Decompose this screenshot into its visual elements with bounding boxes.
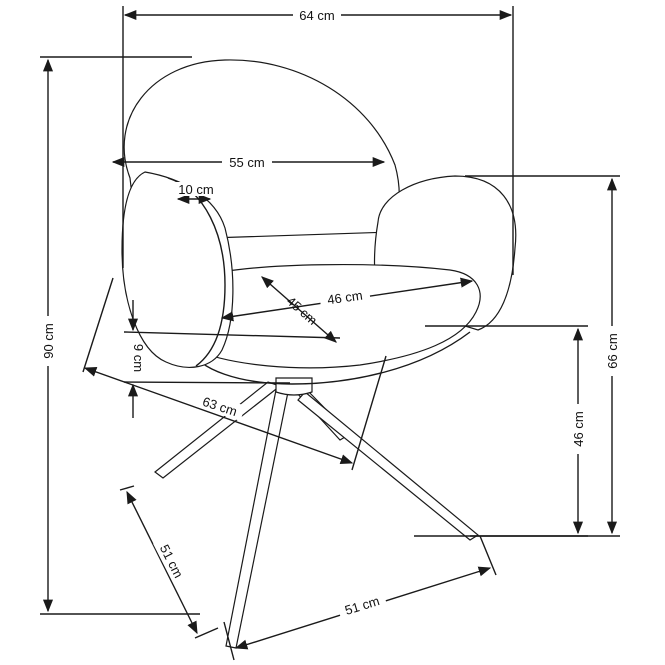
label-total-width: 64 cm (299, 8, 334, 23)
dim-base-width-ext-right (479, 535, 497, 576)
dim-base-depth-ext-bottom (194, 627, 219, 639)
dim-arm-height-ext-bottom (123, 381, 291, 384)
swivel-base (275, 377, 313, 396)
label-total-height: 90 cm (41, 323, 56, 358)
label-armrest-height: 66 cm (605, 333, 620, 368)
dim-base-width-ext-left (223, 621, 235, 661)
label-arm-height: 9 cm (131, 344, 146, 372)
dim-base-depth-arrow (126, 490, 198, 635)
dim-depth-ext-right (351, 355, 387, 471)
dim-depth-ext-left (82, 277, 114, 373)
label-armrest-width: 10 cm (178, 182, 213, 197)
dim-depth-arrow (83, 367, 354, 464)
label-back-width: 55 cm (229, 155, 264, 170)
left-armrest (121, 171, 234, 368)
label-seat-width: 46 cm (326, 288, 363, 308)
leg-front-right (297, 391, 480, 541)
label-seat-height: 46 cm (571, 411, 586, 446)
dim-arm-height-ext-top (123, 331, 341, 339)
dim-base-depth-ext-top (119, 485, 135, 491)
dimension-lines (40, 6, 620, 661)
